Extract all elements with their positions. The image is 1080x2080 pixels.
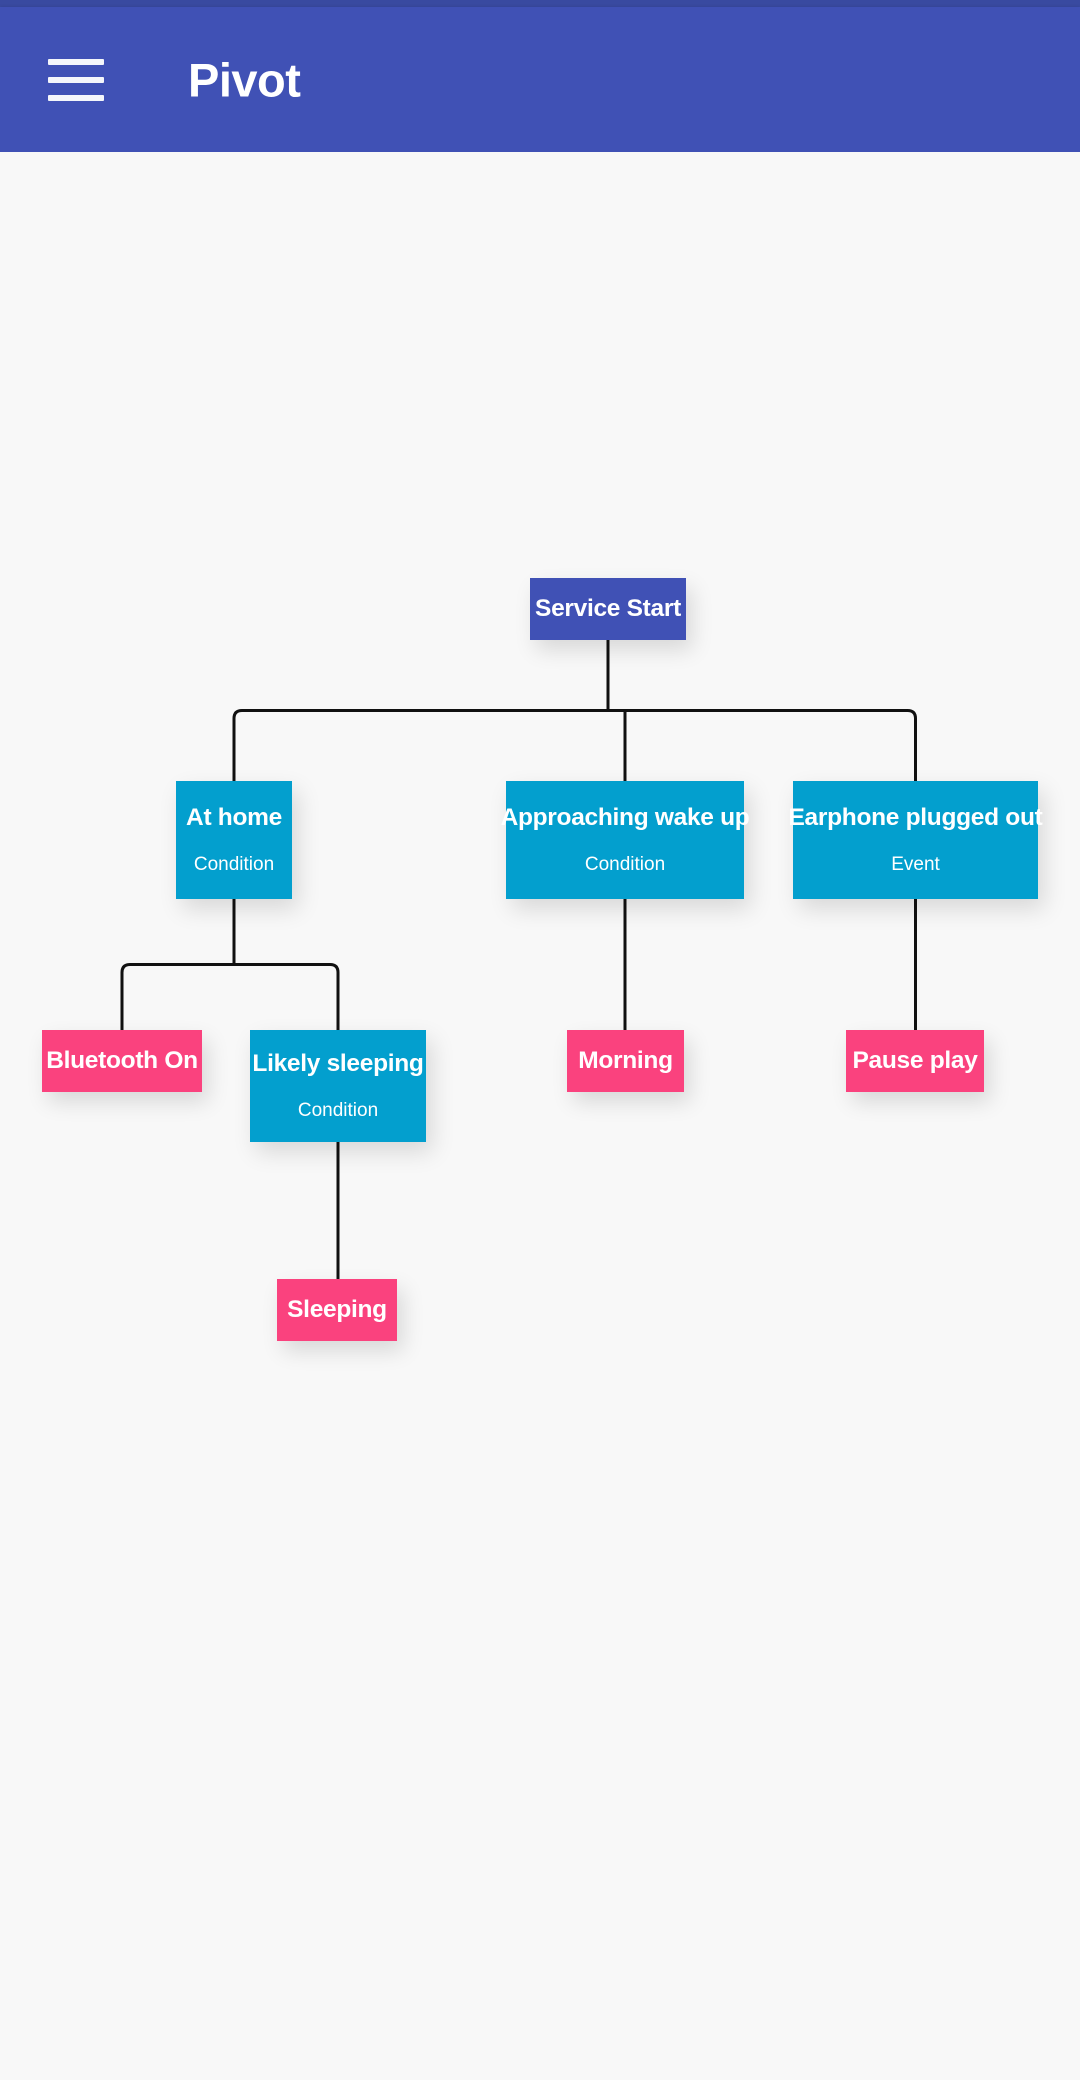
node-morning[interactable]: Morning bbox=[567, 1030, 684, 1092]
menu-bar-1 bbox=[48, 59, 104, 65]
menu-bar-2 bbox=[48, 77, 104, 83]
hamburger-menu-icon[interactable] bbox=[48, 59, 104, 101]
node-pause-play[interactable]: Pause play bbox=[846, 1030, 984, 1092]
node-title: Bluetooth On bbox=[46, 1047, 198, 1075]
node-title: Earphone plugged out bbox=[789, 804, 1043, 832]
node-title: Pause play bbox=[853, 1047, 978, 1075]
node-title: Morning bbox=[578, 1047, 673, 1075]
node-service-start[interactable]: Service Start bbox=[530, 578, 686, 640]
node-earphone-plugged-out[interactable]: Earphone plugged outEvent bbox=[793, 781, 1038, 899]
edge-service-start bbox=[234, 711, 916, 782]
node-title: Likely sleeping bbox=[252, 1050, 423, 1078]
node-subtitle: Condition bbox=[298, 1100, 378, 1122]
node-approaching-wake-up[interactable]: Approaching wake upCondition bbox=[506, 781, 744, 899]
node-title: Approaching wake up bbox=[501, 804, 750, 832]
node-sleeping[interactable]: Sleeping bbox=[277, 1279, 397, 1341]
node-subtitle: Condition bbox=[194, 854, 274, 876]
node-at-home[interactable]: At homeCondition bbox=[176, 781, 292, 899]
diagram-canvas[interactable]: Service StartAt homeConditionApproaching… bbox=[0, 152, 1080, 2080]
page-title: Pivot bbox=[188, 56, 300, 103]
diagram-edges bbox=[0, 152, 1080, 2080]
node-bluetooth-on[interactable]: Bluetooth On bbox=[42, 1030, 202, 1092]
node-title: Sleeping bbox=[287, 1296, 387, 1324]
menu-bar-3 bbox=[48, 95, 104, 101]
app-bar: Pivot bbox=[0, 7, 1080, 152]
node-subtitle: Condition bbox=[585, 854, 665, 876]
edge-at-home bbox=[122, 965, 338, 1031]
status-bar-strip bbox=[0, 0, 1080, 7]
node-title: At home bbox=[186, 804, 282, 832]
node-likely-sleeping[interactable]: Likely sleepingCondition bbox=[250, 1030, 426, 1142]
node-title: Service Start bbox=[535, 595, 681, 623]
node-subtitle: Event bbox=[891, 854, 940, 876]
